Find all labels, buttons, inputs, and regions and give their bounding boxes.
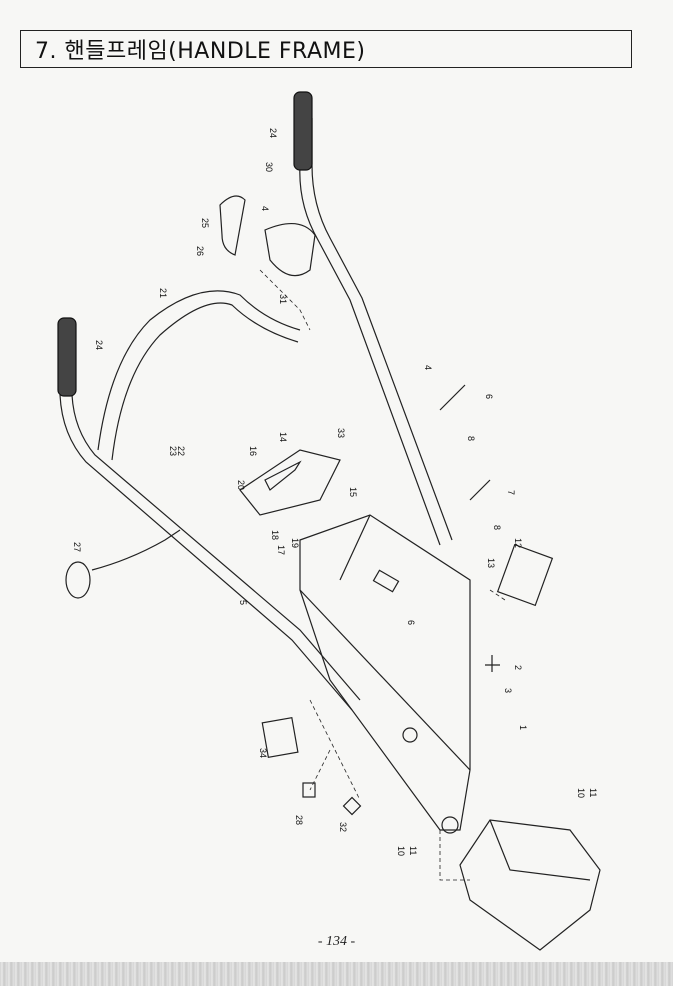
lever-loop	[97, 290, 301, 451]
part-number-labels: 1 2 3 4 4 5 6 6 7 8 8 10 10 11 11 12 13 …	[72, 128, 598, 856]
part-label: 14	[278, 432, 288, 442]
part-label: 10	[396, 846, 406, 856]
part-label: 27	[72, 542, 82, 552]
part-label: 1	[518, 725, 528, 730]
part-label: 19	[290, 538, 300, 548]
part-label: 11	[408, 846, 418, 855]
part-label: 16	[248, 446, 258, 456]
part-label: 24	[268, 128, 278, 138]
part-label: 11	[588, 788, 598, 797]
part-label: 31	[278, 294, 288, 304]
part-label: 24	[94, 340, 104, 350]
clip-28	[302, 782, 316, 798]
part-label: 23	[168, 446, 178, 456]
name-plate	[496, 543, 554, 607]
step-plate	[239, 449, 341, 516]
scan-edge-noise	[0, 962, 673, 986]
left-handle-tube	[71, 394, 361, 701]
part-label: 33	[336, 428, 346, 438]
bolt-7	[469, 479, 491, 501]
part-label: 2	[513, 665, 523, 670]
part-label: 34	[258, 748, 268, 758]
mirror	[65, 561, 91, 599]
part-label: 7	[506, 490, 516, 495]
section-title: 7. 핸들프레임(HANDLE FRAME)	[35, 39, 366, 64]
page-number: - 134 -	[317, 934, 356, 949]
part-label: 15	[348, 487, 358, 497]
part-label: 26	[195, 246, 205, 256]
part-label: 4	[423, 365, 433, 370]
part-label: 8	[492, 525, 502, 530]
part-label: 13	[486, 558, 496, 568]
part-label: 8	[466, 436, 476, 441]
bolt-2	[485, 655, 500, 672]
part-label: 5	[238, 600, 248, 605]
main-frame	[299, 514, 471, 831]
right-handle-tube	[299, 120, 441, 546]
bracket	[219, 195, 246, 256]
part-label: 32	[338, 822, 348, 832]
seat-cushion	[264, 223, 316, 277]
part-label: 20	[236, 480, 246, 490]
bottom-cover	[459, 819, 601, 951]
part-label: 30	[264, 162, 274, 172]
part-label: 28	[294, 815, 304, 825]
mirror-arm	[91, 529, 181, 571]
part-label: 6	[406, 620, 416, 625]
part-label: 3	[503, 688, 513, 693]
part-label: 25	[200, 218, 210, 228]
part-label: 21	[158, 288, 168, 298]
bolt-6	[439, 384, 466, 411]
part-label: 6	[484, 394, 494, 399]
part-label: 17	[276, 545, 286, 555]
part-label: 22	[176, 446, 186, 456]
foot-pad	[261, 716, 299, 759]
right-grip	[293, 91, 313, 171]
clip-32	[342, 796, 362, 816]
section-title-box: 7. 핸들프레임(HANDLE FRAME)	[20, 30, 632, 68]
part-label: 4	[260, 206, 270, 211]
part-label: 12	[513, 538, 523, 548]
part-label: 10	[576, 788, 586, 798]
left-grip	[57, 317, 77, 397]
part-label: 18	[270, 530, 280, 540]
